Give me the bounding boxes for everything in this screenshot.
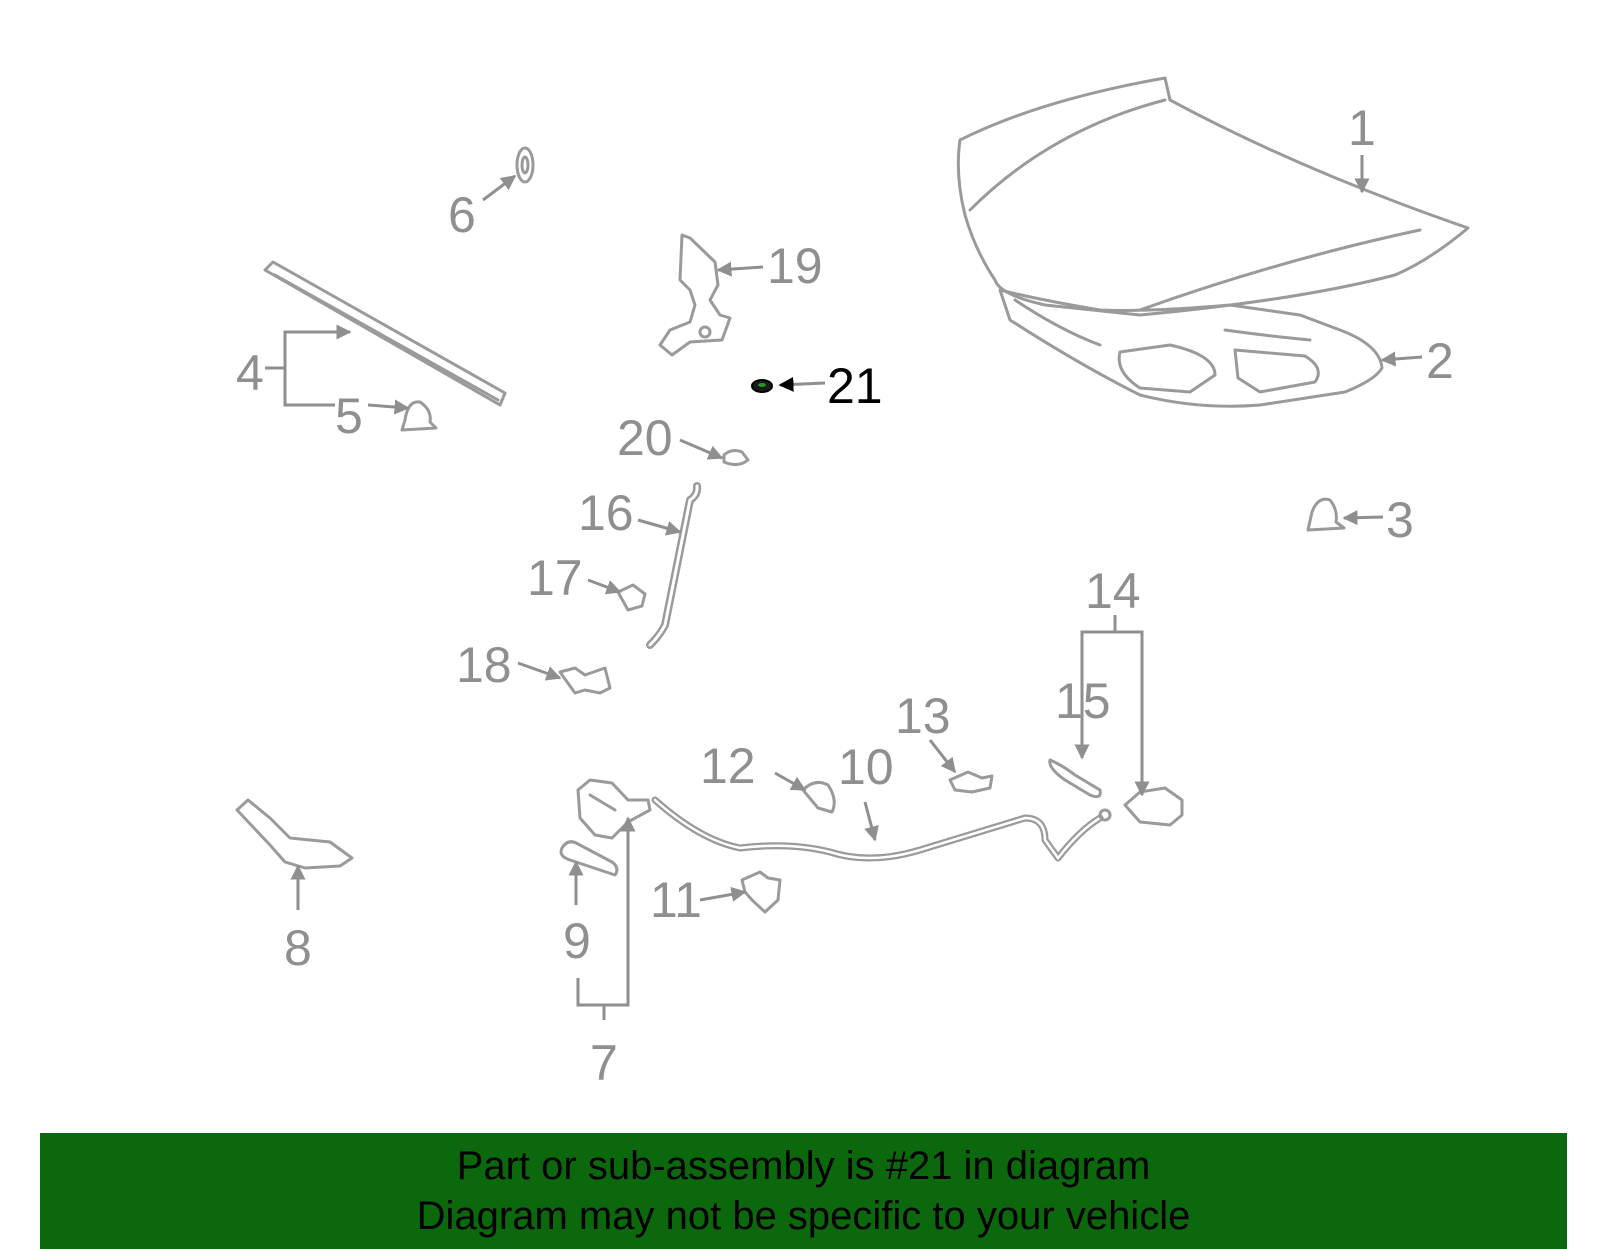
- callout-5: 5: [335, 388, 363, 444]
- callout-15: 15: [1055, 673, 1111, 729]
- spring-15-shape: [1048, 758, 1102, 799]
- latch-support-8-shape: [235, 798, 354, 870]
- leader-lines: [265, 155, 1423, 1020]
- callout-2: 2: [1426, 333, 1454, 389]
- hood-insulator-shape: [998, 288, 1384, 408]
- prop-rod-16-shape: [646, 482, 702, 649]
- callout-14: 14: [1085, 563, 1141, 619]
- callout-3: 3: [1386, 492, 1414, 548]
- bracket-11-shape: [740, 870, 782, 914]
- callout-21: 21: [827, 358, 883, 414]
- callout-20: 20: [617, 410, 673, 466]
- callout-19: 19: [767, 238, 823, 294]
- callout-6: 6: [448, 187, 476, 243]
- hood-seal-shape: [263, 260, 507, 407]
- callout-8: 8: [284, 920, 312, 976]
- release-handle-14-shape: [1123, 786, 1184, 827]
- callout-7: 7: [590, 1035, 618, 1091]
- latch-7-shape: [576, 778, 652, 840]
- banner-line-part-number: Part or sub-assembly is #21 in diagram: [456, 1144, 1151, 1188]
- holder-18-shape: [558, 666, 612, 695]
- callout-10: 10: [838, 739, 894, 795]
- cushion-21-shape: [751, 379, 773, 393]
- clip-13-shape: [948, 770, 994, 794]
- spring-9-shape: [559, 840, 619, 877]
- clip-5-shape: [400, 400, 438, 432]
- callout-13: 13: [895, 688, 951, 744]
- callout-18: 18: [456, 637, 512, 693]
- callout-12: 12: [700, 738, 756, 794]
- clip-3-shape: [1306, 497, 1346, 532]
- callout-17: 17: [527, 550, 583, 606]
- release-cable-10-shape: [651, 796, 1112, 862]
- part-info-banner: Part or sub-assembly is #21 in diagram D…: [40, 1133, 1567, 1249]
- callout-11: 11: [650, 872, 702, 928]
- handle-12-shape: [801, 780, 836, 814]
- retainer-17-shape: [616, 583, 647, 612]
- callout-9: 9: [563, 913, 591, 969]
- callout-16: 16: [578, 485, 634, 541]
- bumper-20-shape: [722, 449, 750, 467]
- callout-4: 4: [236, 345, 264, 401]
- callout-labels: 1 2 3 4 5 6 7 8 9 10 11 12 13 14 15 16 1…: [236, 100, 1454, 1091]
- hood-panel-shape: [956, 76, 1470, 317]
- banner-line-disclaimer: Diagram may not be specific to your vehi…: [416, 1194, 1191, 1238]
- hinge-19-shape: [658, 233, 732, 357]
- grommet-6-shape: [515, 146, 535, 184]
- callout-1: 1: [1348, 100, 1376, 156]
